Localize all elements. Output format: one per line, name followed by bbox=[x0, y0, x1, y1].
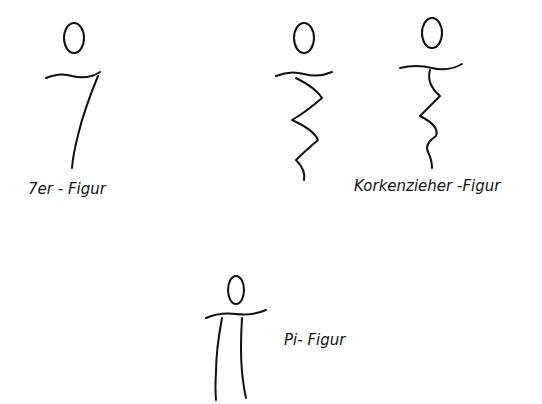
figure-label: Pi- Figur bbox=[284, 331, 345, 349]
corkscrew-figure bbox=[400, 18, 462, 168]
pi-figure bbox=[206, 276, 266, 400]
seven-figure bbox=[46, 23, 100, 168]
figure-label: Korkenzieher -Figur bbox=[354, 177, 500, 195]
figure-label: 7er - Figur bbox=[28, 180, 106, 198]
corkscrew-figure bbox=[276, 23, 332, 180]
